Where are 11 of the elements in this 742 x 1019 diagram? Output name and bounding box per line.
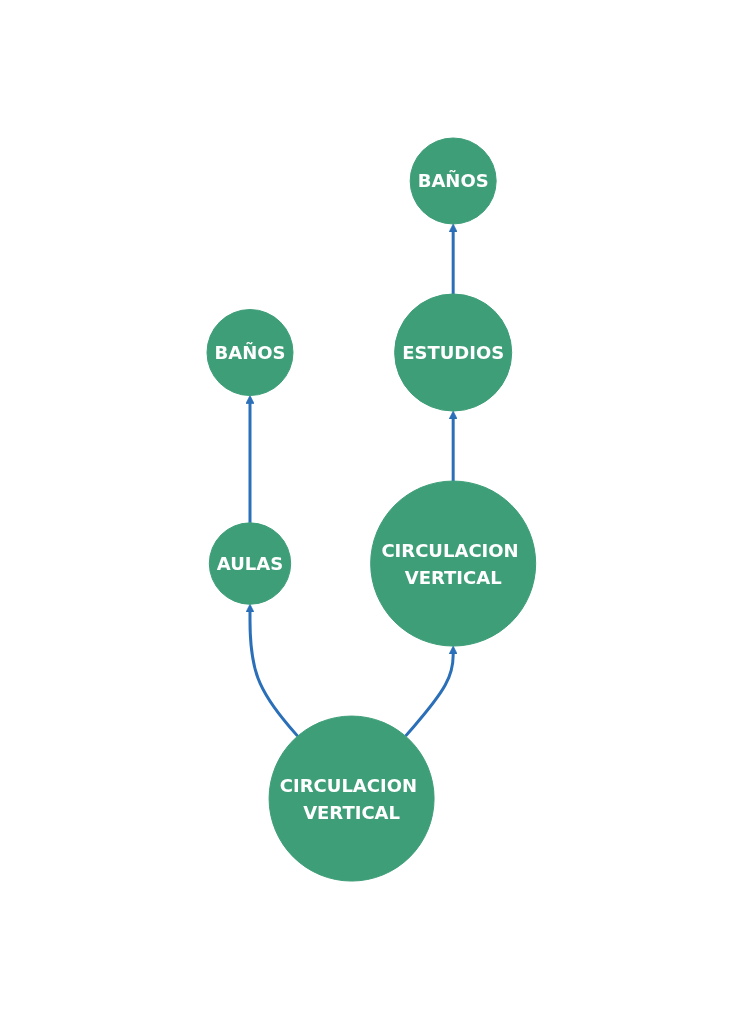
arrow: [448, 410, 458, 481]
node-circle: CIRCULACION VERTICAL: [268, 715, 435, 882]
node-circle: CIRCULACION VERTICAL: [369, 480, 536, 647]
arrow: [404, 645, 458, 738]
arrow: [245, 603, 299, 738]
node-circle: BAÑOS: [409, 137, 497, 225]
arrow: [245, 395, 255, 523]
node-circle: AULAS: [208, 522, 291, 605]
node-circle: BAÑOS: [206, 309, 294, 396]
node-circle: ESTUDIOS: [393, 293, 512, 412]
arrow: [448, 223, 458, 294]
